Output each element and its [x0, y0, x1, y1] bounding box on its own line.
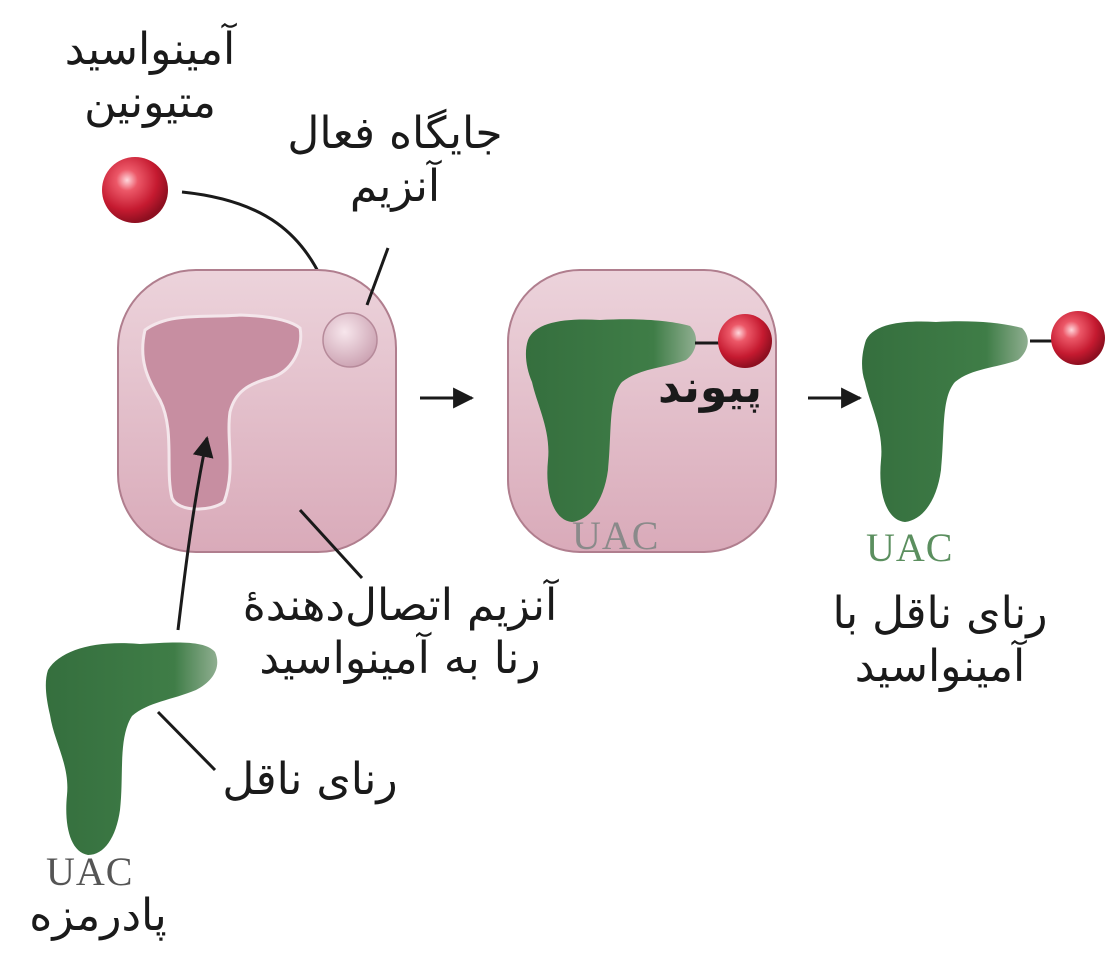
label-anticodon: پادرمزه	[8, 890, 188, 943]
label-enzyme-line1: آنزیم اتصال‌دهندۀ	[200, 580, 600, 633]
label-active-site: جایگاه فعال آنزیم	[275, 108, 515, 214]
enzyme-body	[118, 270, 396, 552]
codon-bound-trna: UAC	[572, 512, 659, 559]
label-amino-acid-methionine: آمینواسید متیونین	[40, 24, 260, 130]
amino-acid-ball-bound	[718, 314, 772, 368]
label-amino-acid-line2: متیونین	[40, 77, 260, 130]
amino-acid-ball	[102, 157, 168, 223]
codon-charged-trna: UAC	[866, 524, 953, 571]
label-enzyme-line2: رنا به آمینواسید	[200, 633, 600, 686]
label-amino-acid-line1: آمینواسید	[40, 24, 260, 77]
label-enzyme: آنزیم اتصال‌دهندۀ رنا به آمینواسید	[200, 580, 600, 686]
label-active-site-line1: جایگاه فعال	[275, 108, 515, 161]
label-charged-trna: رنای ناقل با آمینواسید	[790, 588, 1090, 694]
label-bond: پیوند	[640, 362, 780, 415]
codon-free-trna: UAC	[46, 848, 133, 895]
label-active-site-line2: آنزیم	[275, 161, 515, 214]
label-trna: رنای ناقل	[200, 754, 420, 807]
amino-acid-ball-charged	[1051, 311, 1105, 365]
trna-free	[46, 642, 217, 855]
label-charged-trna-line1: رنای ناقل با	[790, 588, 1090, 641]
active-site	[323, 313, 377, 367]
trna-charged	[862, 321, 1028, 522]
label-charged-trna-line2: آمینواسید	[790, 641, 1090, 694]
